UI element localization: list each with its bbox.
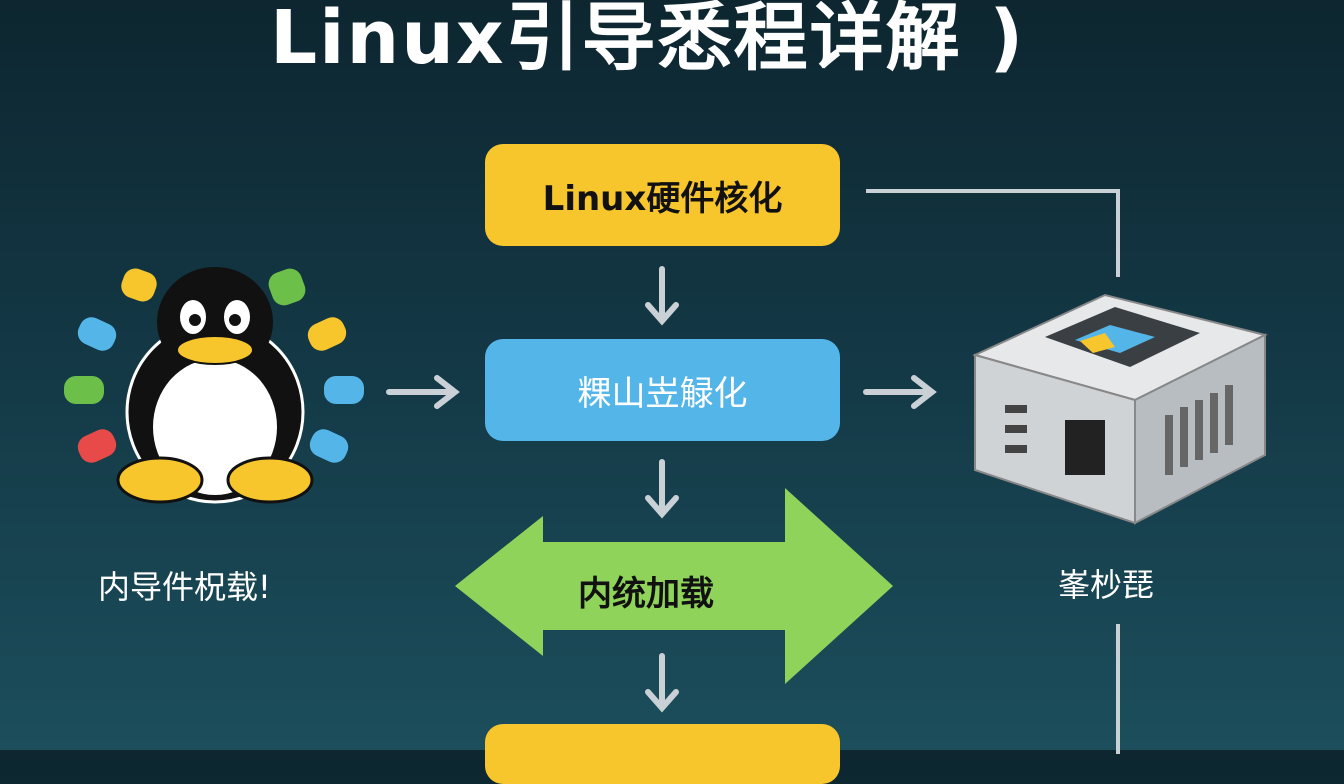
step-hardware-init: Linux硬件核化 (485, 144, 840, 246)
step-kernel-load: 内统加载 (578, 574, 714, 614)
arrow-right-icon (386, 375, 460, 409)
arrow-down-icon (645, 459, 679, 519)
step-kernel-load-arrow (455, 488, 893, 684)
server-chip-icon (972, 293, 1268, 525)
right-label: 峯杪琵 (1058, 566, 1155, 604)
step-bootloader: 粿山岦觮化 (485, 339, 840, 441)
connector-line (866, 189, 1120, 193)
arrow-down-icon (645, 653, 679, 713)
connector-line (1116, 189, 1120, 277)
linux-penguin-icon (64, 267, 364, 504)
step-next (485, 724, 840, 784)
left-label: 内导件柷载! (98, 568, 271, 606)
arrow-down-icon (645, 266, 679, 326)
arrow-right-icon (863, 375, 937, 409)
page-title: Linux引导悉程详解 ) (270, 0, 1026, 81)
connector-line (1116, 624, 1120, 754)
